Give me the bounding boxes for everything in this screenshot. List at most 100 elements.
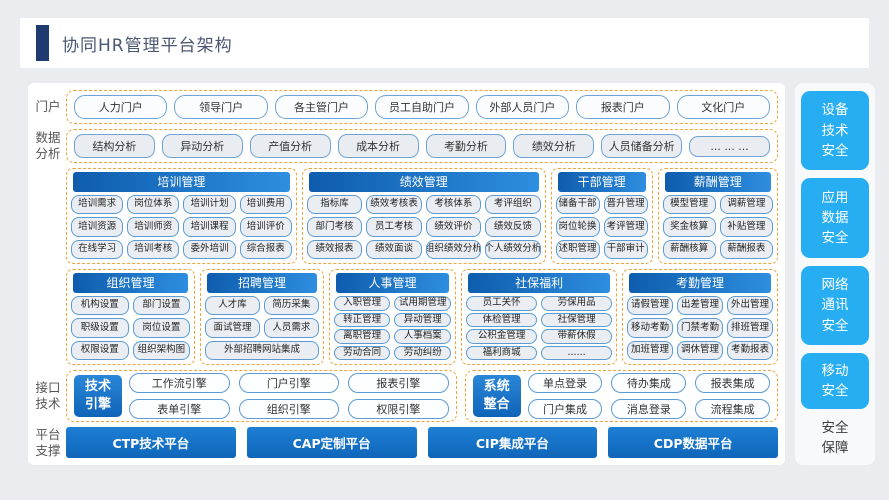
integration-item: 门户集成 xyxy=(527,399,603,419)
portal-row-label: 门户 xyxy=(35,99,61,115)
portal-item: 外部人员门户 xyxy=(475,95,570,119)
module-item: 指标库 xyxy=(306,195,363,215)
module-item: 储备干部 xyxy=(555,195,600,215)
module-item: ...... xyxy=(541,345,613,360)
module-item: 部门设置 xyxy=(132,296,191,316)
module-items: 储备干部晋升管理岗位轮换考评管理述职管理干部审计 xyxy=(555,195,648,259)
module-items: 请假管理出差管理外出管理移动考勤门禁考勤排班管理加班管理调休管理考勤报表 xyxy=(627,296,774,360)
module-item: 部门考核 xyxy=(306,217,363,237)
engine-item: 门户引擎 xyxy=(238,373,340,393)
portal-row: 门户 人力门户领导门户各主管门户员工自助门户外部人员门户报表门户文化门户 xyxy=(30,90,778,124)
module-title: 社保福利 xyxy=(468,273,611,293)
module-recruitment: 招聘管理 人才库简历采集面试管理人员需求 外部招聘网站集成 xyxy=(200,269,324,365)
module-item: 出差管理 xyxy=(677,296,724,316)
module-item: 补贴管理 xyxy=(719,217,773,237)
module-item: 绩效面谈 xyxy=(366,239,422,259)
module-item: 请假管理 xyxy=(627,296,674,316)
security-block: 移动 安全 xyxy=(801,353,869,409)
integration-group: 系统 整合 单点登录待办集成报表集成门户集成消息登录流程集成 xyxy=(464,370,778,422)
modules-row-1: 培训管理 培训需求岗位体系培训计划培训费用培训资源培训师资培训课程培训评价在线学… xyxy=(66,168,778,264)
module-item: 简历采集 xyxy=(263,296,319,316)
module-item: 培训评价 xyxy=(239,217,292,237)
portal-item: 人力门户 xyxy=(74,95,168,119)
interface-row: 接口 技术 技术 引擎 工作流引擎门户引擎报表引擎表单引擎组织引擎权限引擎 系统… xyxy=(30,370,778,422)
module-item: 培训需求 xyxy=(71,195,124,215)
module-item: 权限设置 xyxy=(71,340,129,360)
module-item: 劳动合同 xyxy=(333,345,391,360)
module-item: 考勤报表 xyxy=(727,340,774,360)
module-item: 排班管理 xyxy=(727,318,774,338)
module-item: 培训资源 xyxy=(71,217,124,237)
module-items: 模型管理调薪管理奖金核算补贴管理薪酬核算薪酬报表 xyxy=(662,195,773,259)
integration-item: 待办集成 xyxy=(611,373,687,393)
module-item: 培训课程 xyxy=(183,217,236,237)
module-item: 调薪管理 xyxy=(719,195,773,215)
module-item: 干部审计 xyxy=(603,239,648,259)
module-item: 薪酬报表 xyxy=(719,239,773,259)
module-organization: 组织管理 机构设置部门设置职级设置岗位设置权限设置组织架构图 xyxy=(66,269,196,365)
analysis-item: 结构分析 xyxy=(74,134,155,158)
module-items: 指标库绩效考核表考核体系考评组织部门考核员工考核绩效评价绩效反馈绩效报表绩效面谈… xyxy=(306,195,541,259)
module-item: 培训计划 xyxy=(183,195,236,215)
analysis-item: 考勤分析 xyxy=(425,134,507,158)
module-item: 综合报表 xyxy=(239,239,292,259)
module-items: 人才库简历采集面试管理人员需求 外部招聘网站集成 xyxy=(205,296,319,360)
module-item: 委外培训 xyxy=(183,239,236,259)
module-title: 薪酬管理 xyxy=(664,172,771,192)
module-item-recruitment-integration: 外部招聘网站集成 xyxy=(205,340,319,360)
interface-row-label: 接口 技术 xyxy=(35,380,61,411)
module-item: 培训师资 xyxy=(127,217,180,237)
analysis-item: 异动分析 xyxy=(161,134,243,158)
module-cadre: 干部管理 储备干部晋升管理岗位轮换考评管理述职管理干部审计 xyxy=(550,168,653,264)
module-item: 岗位轮换 xyxy=(555,217,600,237)
module-item: 奖金核算 xyxy=(662,217,716,237)
module-items: 培训需求岗位体系培训计划培训费用培训资源培训师资培训课程培训评价在线学习培训考核… xyxy=(71,195,292,259)
module-title: 绩效管理 xyxy=(308,172,539,192)
portal-item: 领导门户 xyxy=(174,95,268,119)
analysis-group: 结构分析异动分析产值分析成本分析考勤分析绩效分析人员储备分析... ... ..… xyxy=(66,129,778,163)
engine-item: 权限引擎 xyxy=(348,399,449,419)
module-item: 公积金管理 xyxy=(466,329,538,344)
module-welfare: 社保福利 员工关怀劳保用品体检管理社保管理公积金管理带薪休假福利商城...... xyxy=(461,269,618,365)
engine-item: 报表引擎 xyxy=(348,373,449,393)
engine-group: 技术 引擎 工作流引擎门户引擎报表引擎表单引擎组织引擎权限引擎 xyxy=(66,370,457,422)
architecture-panel: 门户 人力门户领导门户各主管门户员工自助门户外部人员门户报表门户文化门户 数据 … xyxy=(28,83,785,465)
module-item: 离职管理 xyxy=(333,329,391,344)
module-item: 门禁考勤 xyxy=(677,318,724,338)
module-items: 入职管理试用期管理转正管理异动管理离职管理人事档案劳动合同劳动纠纷 xyxy=(333,296,452,360)
engine-badge: 技术 引擎 xyxy=(74,375,122,417)
module-item: 劳保用品 xyxy=(541,296,613,311)
portal-item: 报表门户 xyxy=(576,95,670,119)
analysis-item: 人员储备分析 xyxy=(601,134,683,158)
analysis-item: 成本分析 xyxy=(337,134,419,158)
integration-item: 报表集成 xyxy=(695,373,770,393)
portal-item: 各主管门户 xyxy=(274,95,369,119)
analysis-item: 产值分析 xyxy=(249,134,331,158)
platform-row-label: 平台 支撑 xyxy=(35,427,61,458)
module-item: 社保管理 xyxy=(541,312,613,327)
module-item: 调休管理 xyxy=(677,340,724,360)
module-item: 绩效反馈 xyxy=(485,217,541,237)
security-footer-label: 安全 保障 xyxy=(821,419,849,456)
engine-item: 表单引擎 xyxy=(129,399,230,419)
module-item: 机构设置 xyxy=(71,296,129,316)
module-item: 职级设置 xyxy=(71,318,129,338)
module-item: 试用期管理 xyxy=(394,296,452,311)
module-item: 个人绩效分析 xyxy=(485,239,541,259)
module-item: 面试管理 xyxy=(205,318,260,338)
module-title: 考勤管理 xyxy=(629,273,772,293)
module-item: 带薪休假 xyxy=(541,329,613,344)
module-item: 在线学习 xyxy=(71,239,124,259)
security-block: 设备 技术 安全 xyxy=(801,91,869,171)
integration-items: 单点登录待办集成报表集成门户集成消息登录流程集成 xyxy=(527,373,770,419)
analysis-row-label: 数据 分析 xyxy=(35,130,61,161)
module-item: 移动考勤 xyxy=(627,318,674,338)
module-title: 干部管理 xyxy=(557,172,646,192)
module-item: 外出管理 xyxy=(727,296,774,316)
module-item: 组织架构图 xyxy=(132,340,191,360)
engine-item: 组织引擎 xyxy=(238,399,340,419)
module-items: 员工关怀劳保用品体检管理社保管理公积金管理带薪休假福利商城...... xyxy=(466,296,613,360)
security-sidebar: 设备 技术 安全应用 数据 安全网络 通讯 安全移动 安全 安全 保障 xyxy=(795,83,875,465)
module-item: 员工关怀 xyxy=(466,296,538,311)
